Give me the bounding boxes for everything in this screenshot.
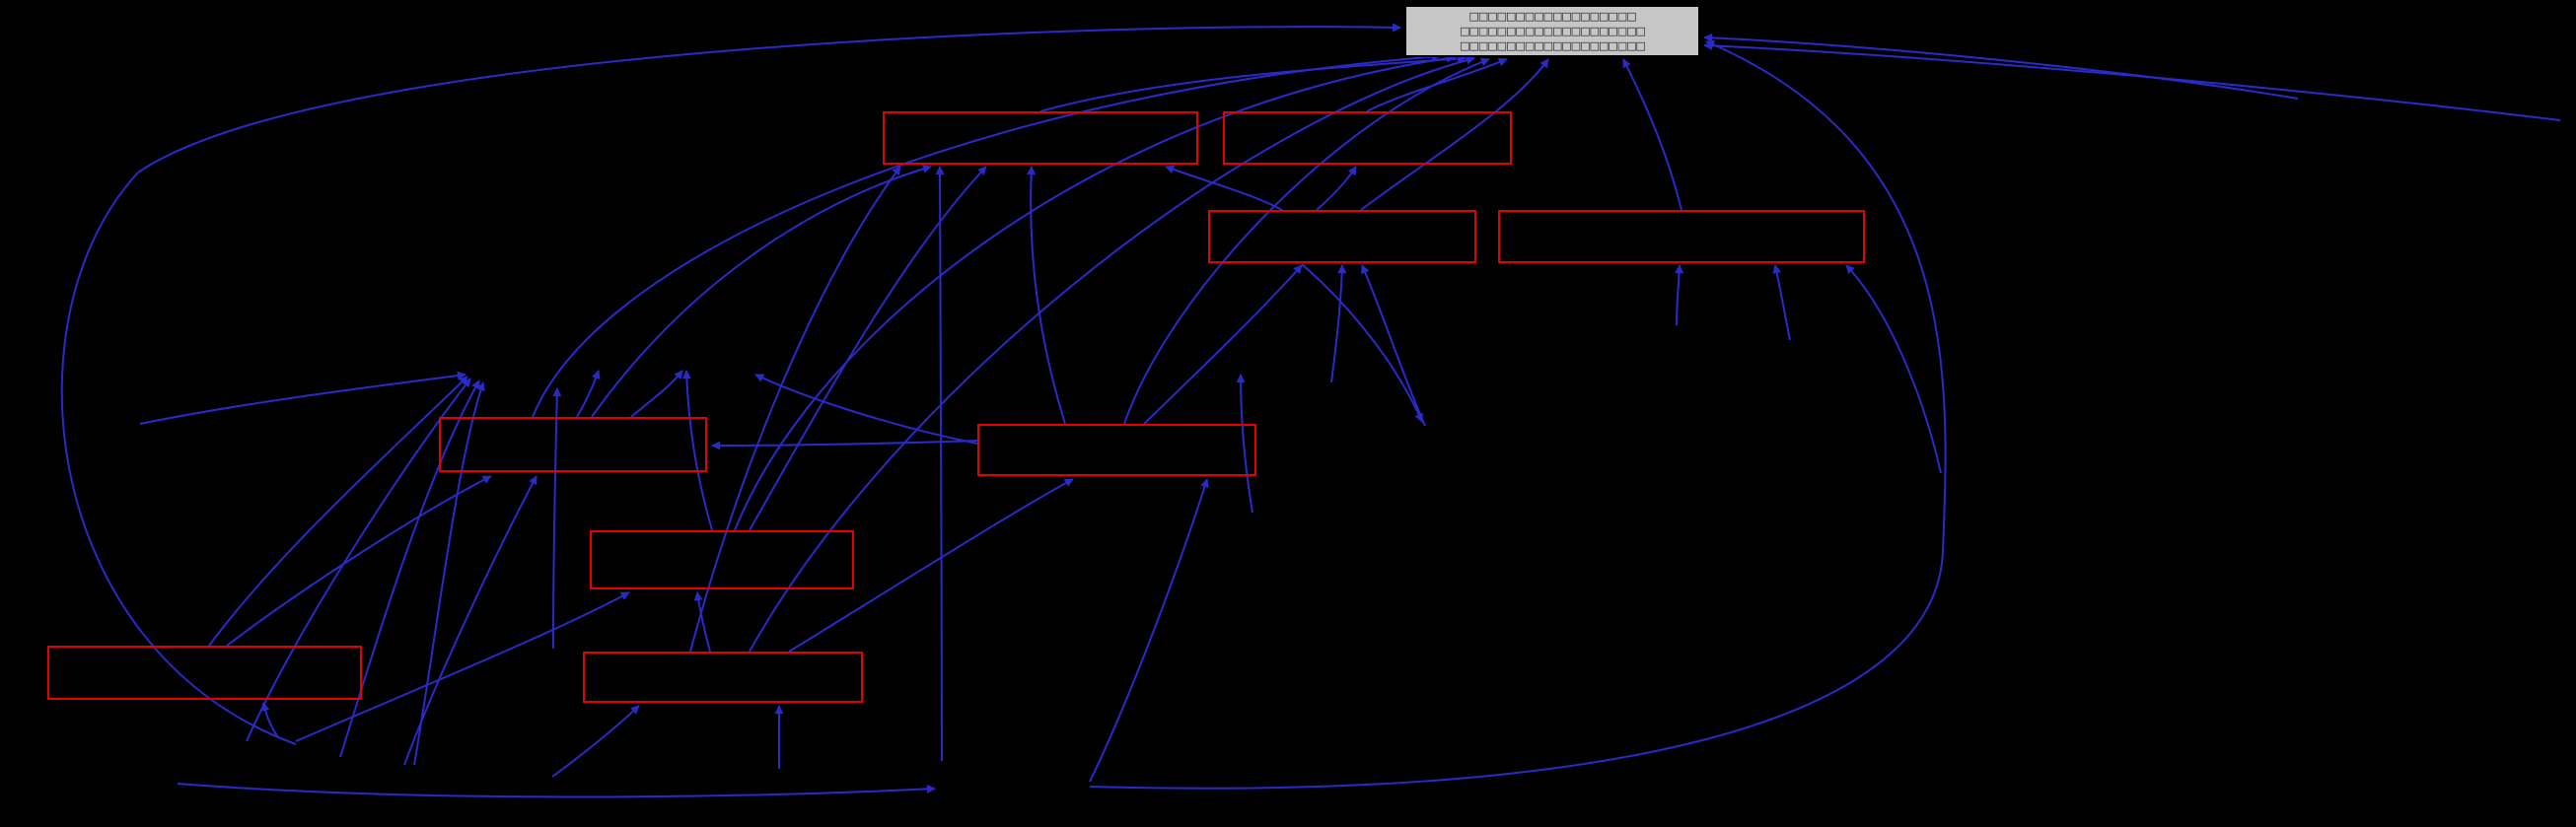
dependency-edge <box>1165 165 1283 211</box>
dependency-edge <box>693 591 711 653</box>
graph-node-b[interactable] <box>1223 111 1512 165</box>
dependency-edge <box>1027 166 1066 425</box>
dependency-edge <box>1703 40 2561 121</box>
graph-node-g[interactable] <box>590 530 854 589</box>
dependency-edge <box>1039 54 1467 112</box>
graph-node-i[interactable] <box>583 652 863 703</box>
dependency-edge <box>1316 166 1357 211</box>
dependency-edge <box>1845 264 1942 474</box>
graph-node-e[interactable] <box>439 417 707 472</box>
dependency-edge <box>1089 40 1947 790</box>
dependency-edge <box>177 783 936 798</box>
dependency-edge <box>1301 263 1423 423</box>
dependency-edge <box>1772 264 1791 341</box>
dependency-edge <box>60 23 1401 745</box>
dependency-edge <box>1361 264 1426 427</box>
dependency-edge <box>1703 33 2299 100</box>
dependency-edge <box>208 376 468 647</box>
dependency-edge <box>711 440 978 450</box>
graph-node-h[interactable] <box>47 646 362 700</box>
dependency-edge <box>1143 264 1303 425</box>
dependency-edge <box>1330 264 1347 383</box>
dependency-edge <box>1622 58 1682 211</box>
central-file-node: □□□□□□□□□□□□□□□□□□ □□□□□□□□□□□□□□□□□□□□ … <box>1404 5 1700 57</box>
dependency-edge <box>139 371 466 425</box>
dependency-edge <box>551 705 640 778</box>
graph-node-a[interactable] <box>883 111 1198 165</box>
dependency-edge <box>403 475 537 766</box>
central-file-label-line2: □□□□□□□□□□□□□□□□□□□□ <box>1460 25 1646 37</box>
dependency-edge <box>576 370 601 418</box>
dependency-edge <box>935 166 945 762</box>
dependency-edge <box>1089 478 1209 783</box>
dependency-edge <box>1675 264 1684 326</box>
dependency-edge <box>630 370 683 418</box>
graph-node-d[interactable] <box>1498 210 1865 263</box>
dependency-edge <box>749 166 987 531</box>
dependency-edge <box>754 374 978 445</box>
graph-node-f[interactable] <box>977 424 1256 476</box>
central-file-label-line3: □□□□□□□□□□□□□□□□□□□□ <box>1460 39 1646 52</box>
central-file-label-line1: □□□□□□□□□□□□□□□□□□ <box>1468 10 1636 23</box>
dependency-edge <box>226 475 492 647</box>
graph-node-c[interactable] <box>1208 210 1476 263</box>
dependency-edge <box>260 702 279 738</box>
dependency-edge <box>591 164 932 418</box>
dependency-edge <box>1366 57 1508 112</box>
